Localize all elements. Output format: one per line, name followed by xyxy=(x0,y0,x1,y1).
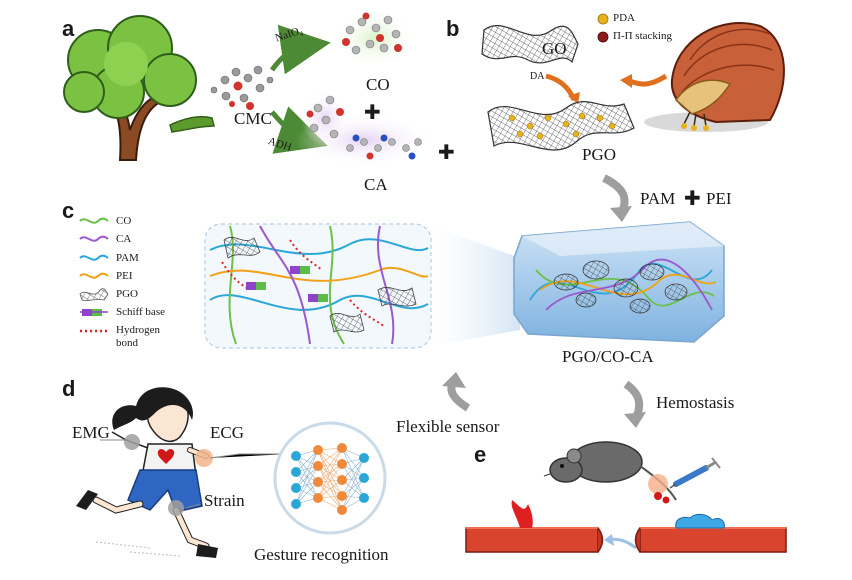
emg-label: EMG xyxy=(72,423,110,442)
legend-pam: PAM xyxy=(116,252,139,264)
pei-label: PEI xyxy=(706,189,732,208)
ecg-label: ECG xyxy=(210,423,244,442)
runner-girl-icon xyxy=(76,387,218,558)
panel-label-a: a xyxy=(62,16,75,41)
tree-icon xyxy=(63,15,215,161)
panel-label-c: c xyxy=(62,198,75,223)
plus-sign-a: ✚ xyxy=(364,100,381,124)
panel-label-b: b xyxy=(446,16,460,41)
cmc-molecule-icon xyxy=(210,65,274,110)
mouse-icon xyxy=(543,441,677,504)
panel-label-e: e xyxy=(474,442,487,467)
neural-network-icon xyxy=(273,421,387,535)
pgo-label: PGO xyxy=(582,145,617,164)
sealed-vessel-icon xyxy=(634,513,787,553)
strain-label: Strain xyxy=(204,491,245,510)
co-label: CO xyxy=(366,75,390,94)
ca-label: CA xyxy=(364,175,388,194)
legend-co: CO xyxy=(116,215,132,227)
network-inset xyxy=(204,223,432,349)
bleeding-vessel-icon xyxy=(465,500,604,553)
legend-pgo: PGO xyxy=(116,288,139,300)
flexible-sensor-label: Flexible sensor xyxy=(396,417,500,436)
pgo-sheet-icon xyxy=(487,101,635,151)
legend-swatches xyxy=(79,217,110,333)
plus-sign-between: ✚ xyxy=(438,140,455,164)
legend-bond: bond xyxy=(116,337,138,349)
legend-dot-pda xyxy=(597,13,609,25)
cmc-label: CMC xyxy=(234,109,272,128)
legend-pei: PEI xyxy=(116,270,133,282)
co-molecule-icon xyxy=(333,6,417,70)
legend-schiff-base: Schiff base xyxy=(116,306,165,318)
legend-stacking-label: Π-Π stacking xyxy=(613,30,672,42)
panel-label-d: d xyxy=(62,376,76,401)
legend-hydrogen: Hydrogen xyxy=(116,324,160,336)
legend-ca: CA xyxy=(116,233,132,245)
hydrogel-block-icon xyxy=(513,221,725,343)
mussel-icon xyxy=(644,22,785,132)
go-label: GO xyxy=(542,39,567,58)
go-sheet-icon xyxy=(481,24,579,64)
hydrogel-label: PGO/CO-CA xyxy=(562,347,654,366)
legend-dot-stacking xyxy=(597,31,609,43)
syringe-icon xyxy=(669,457,721,489)
plus-sign-combine: ✚ xyxy=(684,186,701,210)
ca-molecule-icon xyxy=(295,90,435,166)
hemostasis-label: Hemostasis xyxy=(656,393,735,412)
legend-pda-label: PDA xyxy=(613,12,636,24)
gesture-recognition-label: Gesture recognition xyxy=(254,545,389,564)
da-label: DA xyxy=(530,71,545,82)
pam-label: PAM xyxy=(640,189,676,208)
